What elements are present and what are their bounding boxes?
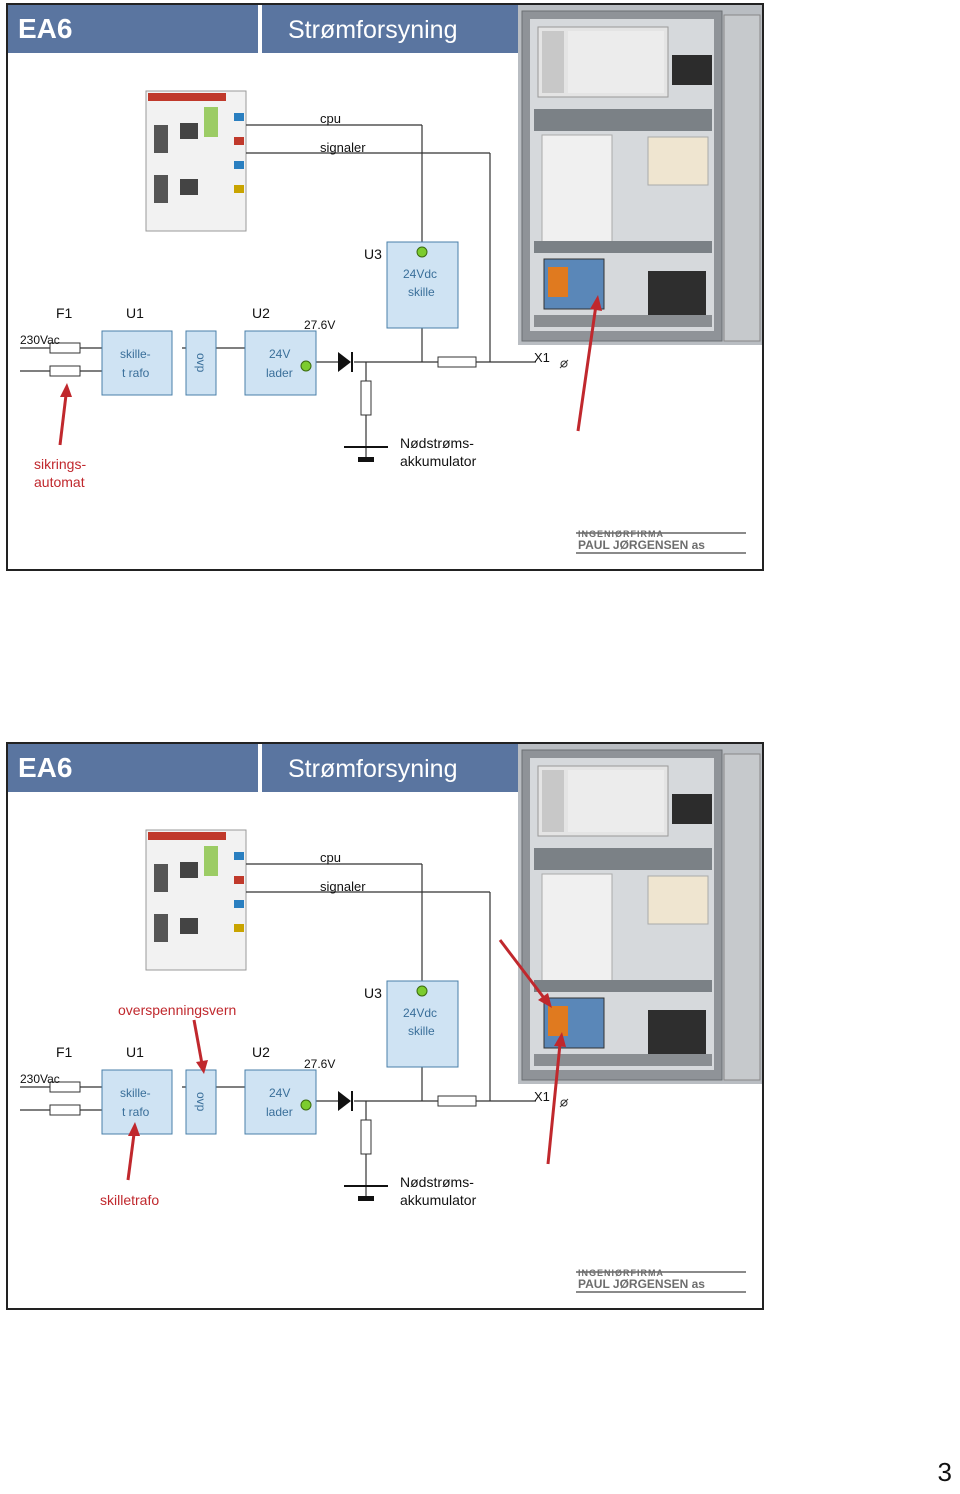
cabinet-photo [518, 5, 762, 345]
skilletrafo-box [101, 330, 173, 396]
vac-label: 230Vac [20, 1072, 60, 1086]
slide-2: EA6 Strømforsyning [6, 742, 764, 1310]
cpu-module [145, 90, 247, 232]
u3-label: U3 [364, 246, 382, 262]
led-u3-icon [416, 985, 428, 997]
voltage-label: 27.6V [304, 318, 335, 332]
skilletrafo-text-2: t rafo [122, 1105, 150, 1119]
u1-label: U1 [126, 1044, 144, 1060]
page-number: 3 [937, 1457, 952, 1487]
cpu-module [145, 829, 247, 971]
header-title-bg [262, 744, 518, 792]
signaler-label: signaler [320, 879, 366, 894]
slide-1-canvas: EA6 Strømforsyning [8, 5, 762, 554]
logo-line-2: PAUL JØRGENSEN as [578, 538, 705, 552]
skilletrafo-text-1: skille- [120, 1086, 151, 1100]
fuse-battery [360, 1119, 372, 1155]
lader-text-2: lader [266, 1105, 293, 1119]
u2-label: U2 [252, 1044, 270, 1060]
led-u3-icon [416, 246, 428, 258]
skilletrafo-box [101, 1069, 173, 1135]
x1-terminal-slash [559, 359, 569, 369]
battery-icon [344, 446, 388, 462]
logo-line-1: INGENIØRFIRMA [578, 529, 664, 539]
battery-text-1: Nødstrøms- [400, 435, 474, 451]
slide-1: EA6 Strømforsyning [6, 3, 764, 571]
wiring [20, 124, 536, 459]
header-title-bg [262, 5, 518, 53]
f1-label: F1 [56, 1044, 73, 1060]
annotation-text-2: automat [34, 474, 85, 490]
skilletrafo-text-1: skille- [120, 347, 151, 361]
battery-icon [344, 1185, 388, 1201]
slide-code: EA6 [18, 752, 72, 783]
company-logo: INGENIØRFIRMA PAUL JØRGENSEN as [576, 529, 746, 554]
f1-label: F1 [56, 305, 73, 321]
annotation-text-1: sikrings- [34, 456, 86, 472]
u3-text-1: 24Vdc [403, 267, 437, 281]
annotation-text-2: skilletrafo [100, 1192, 159, 1208]
annotation-arrows [126, 939, 566, 1181]
header-code-bg [8, 744, 258, 792]
fuse-f1-b [49, 1104, 81, 1116]
cpu-label: cpu [320, 111, 341, 126]
ovp-text: ovp [194, 353, 208, 373]
slide-code: EA6 [18, 13, 72, 44]
u1-label: U1 [126, 305, 144, 321]
annotation-arrows [58, 295, 602, 446]
wiring [20, 863, 536, 1198]
cpu-label: cpu [320, 850, 341, 865]
vac-label: 230Vac [20, 333, 60, 347]
ovp-box [185, 1069, 217, 1135]
company-logo: INGENIØRFIRMA PAUL JØRGENSEN as [576, 1268, 746, 1293]
header-code-bg [8, 5, 258, 53]
fuse-f1-a [49, 342, 81, 354]
u3-text-2: skille [408, 1024, 435, 1038]
skilletrafo-text-2: t rafo [122, 366, 150, 380]
fuse-battery [360, 380, 372, 416]
diode-icon [338, 352, 353, 372]
fuse-f1-b [49, 365, 81, 377]
u3-label: U3 [364, 985, 382, 1001]
voltage-label: 27.6V [304, 1057, 335, 1071]
x1-label: X1 [534, 350, 550, 365]
signaler-label: signaler [320, 140, 366, 155]
led-lader-icon [300, 360, 312, 372]
battery-text-2: akkumulator [400, 1192, 477, 1208]
logo-line-2: PAUL JØRGENSEN as [578, 1277, 705, 1291]
battery-text-2: akkumulator [400, 453, 477, 469]
fuse-f1-a [49, 1081, 81, 1093]
x1-terminal-slash [559, 1098, 569, 1108]
battery-text-1: Nødstrøms- [400, 1174, 474, 1190]
led-lader-icon [300, 1099, 312, 1111]
ovp-text: ovp [194, 1092, 208, 1112]
u3-text-1: 24Vdc [403, 1006, 437, 1020]
u3-text-2: skille [408, 285, 435, 299]
x1-terminal-icon [560, 360, 568, 368]
ovp-box [185, 330, 217, 396]
x1-label: X1 [534, 1089, 550, 1104]
fuse-x1 [437, 356, 477, 368]
slide-2-canvas: EA6 Strømforsyning [8, 744, 762, 1293]
logo-line-1: INGENIØRFIRMA [578, 1268, 664, 1278]
lader-text-1: 24V [269, 1086, 290, 1100]
slide-title: Strømforsyning [288, 16, 457, 44]
u2-label: U2 [252, 305, 270, 321]
x1-terminal-icon [560, 1099, 568, 1107]
annotation-text-1: overspenningsvern [118, 1002, 236, 1018]
diode-icon [338, 1091, 353, 1111]
lader-text-2: lader [266, 366, 293, 380]
fuse-x1 [437, 1095, 477, 1107]
cabinet-photo [518, 744, 762, 1084]
lader-text-1: 24V [269, 347, 290, 361]
slide-title: Strømforsyning [288, 755, 457, 783]
